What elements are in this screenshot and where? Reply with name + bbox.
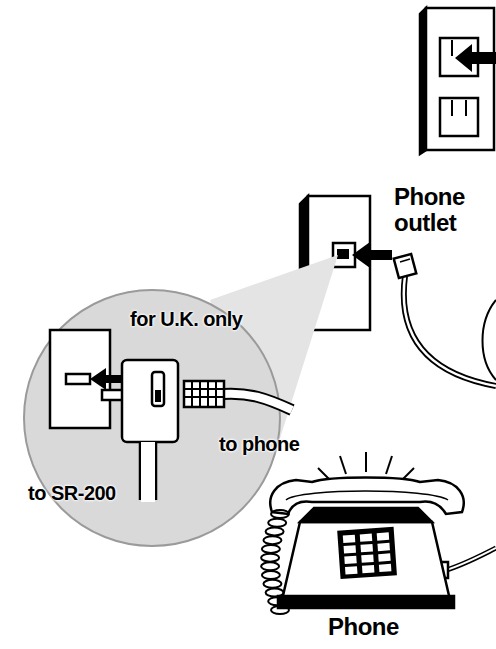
keypad-key (379, 564, 391, 572)
outlet-label: Phone outlet (394, 184, 486, 237)
keypad-key (360, 544, 372, 552)
detail-circle (24, 290, 280, 546)
keypad-key (360, 534, 372, 542)
coiled-cord (261, 562, 279, 570)
device-label: Phone (328, 614, 399, 640)
coiled-cord (268, 519, 286, 527)
telephone (261, 452, 496, 614)
coiled-cord (262, 571, 280, 579)
keypad-key (362, 565, 374, 573)
coiled-cord (268, 597, 286, 605)
coiled-cord (266, 589, 284, 597)
keypad-key (344, 545, 356, 553)
keypad-key (377, 532, 389, 540)
uk-adapter (102, 360, 178, 502)
coiled-cord (263, 536, 281, 544)
ring-lines (318, 452, 414, 480)
coiled-cord (261, 554, 279, 562)
coiled-cord (271, 510, 289, 518)
uk-wall-plate (50, 330, 124, 428)
rj-plug (184, 381, 292, 410)
keypad-key (345, 566, 357, 574)
keypad-key (344, 556, 356, 564)
coiled-cord (262, 545, 280, 553)
phone-cord (394, 254, 496, 386)
cord-label: to SR-200 (28, 482, 116, 504)
coiled-cord (271, 606, 289, 614)
power-outlet (420, 8, 496, 154)
cord-label: to phone (219, 433, 299, 455)
keypad-key (378, 553, 390, 561)
keypad-key (361, 555, 373, 563)
note-label: for U.K. only (130, 308, 242, 330)
keypad-key (343, 535, 355, 543)
keypad-key (377, 543, 389, 551)
coiled-cord (263, 580, 281, 588)
coiled-cord (266, 527, 284, 535)
